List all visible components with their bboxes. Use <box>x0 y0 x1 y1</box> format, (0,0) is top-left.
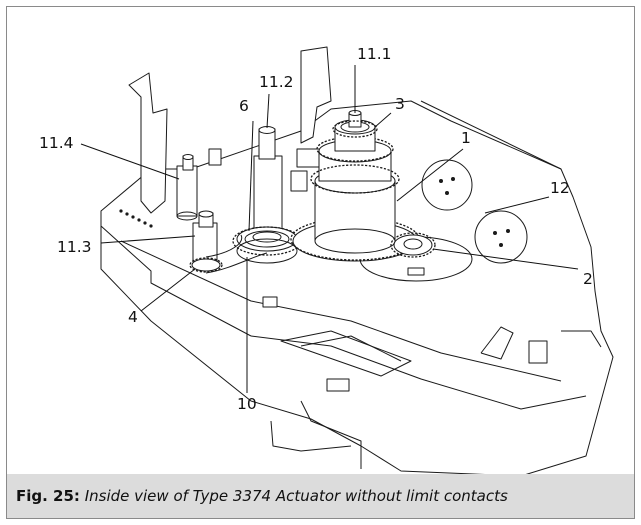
shaft-11-3 <box>189 210 223 273</box>
callout-12: 12 <box>550 179 570 197</box>
shaft-11-4 <box>176 154 198 221</box>
gear-stack-1 <box>290 110 420 262</box>
base-plate <box>100 100 614 476</box>
callout-labels: 11.1 3 6 11.2 1 11.4 12 11.3 2 4 10 <box>39 45 593 413</box>
callout-11-1: 11.1 <box>357 45 392 63</box>
caption-label: Fig. 25: <box>16 487 80 505</box>
callout-10: 10 <box>237 395 257 413</box>
support-uprights <box>128 46 332 214</box>
callout-6: 6 <box>239 97 249 115</box>
callout-2: 2 <box>583 270 593 288</box>
callout-11-4: 11.4 <box>39 134 74 152</box>
caption-text: Inside view of Type 3374 Actuator withou… <box>84 487 508 505</box>
leader-lines <box>80 65 579 393</box>
callout-3: 3 <box>395 95 405 113</box>
actuator-drawing: 11.1 3 6 11.2 1 11.4 12 11.3 2 4 10 <box>39 45 614 476</box>
callout-11-2: 11.2 <box>259 73 294 91</box>
callout-4: 4 <box>128 308 138 326</box>
callout-11-3: 11.3 <box>57 238 92 256</box>
figure-frame: 11.1 3 6 11.2 1 11.4 12 11.3 2 4 10 Fig.… <box>6 6 635 519</box>
gear-2 <box>390 232 436 258</box>
shaft-11-2 <box>232 126 302 264</box>
figure-caption: Fig. 25: Inside view of Type 3374 Actuat… <box>7 474 634 518</box>
callout-1: 1 <box>461 129 471 147</box>
